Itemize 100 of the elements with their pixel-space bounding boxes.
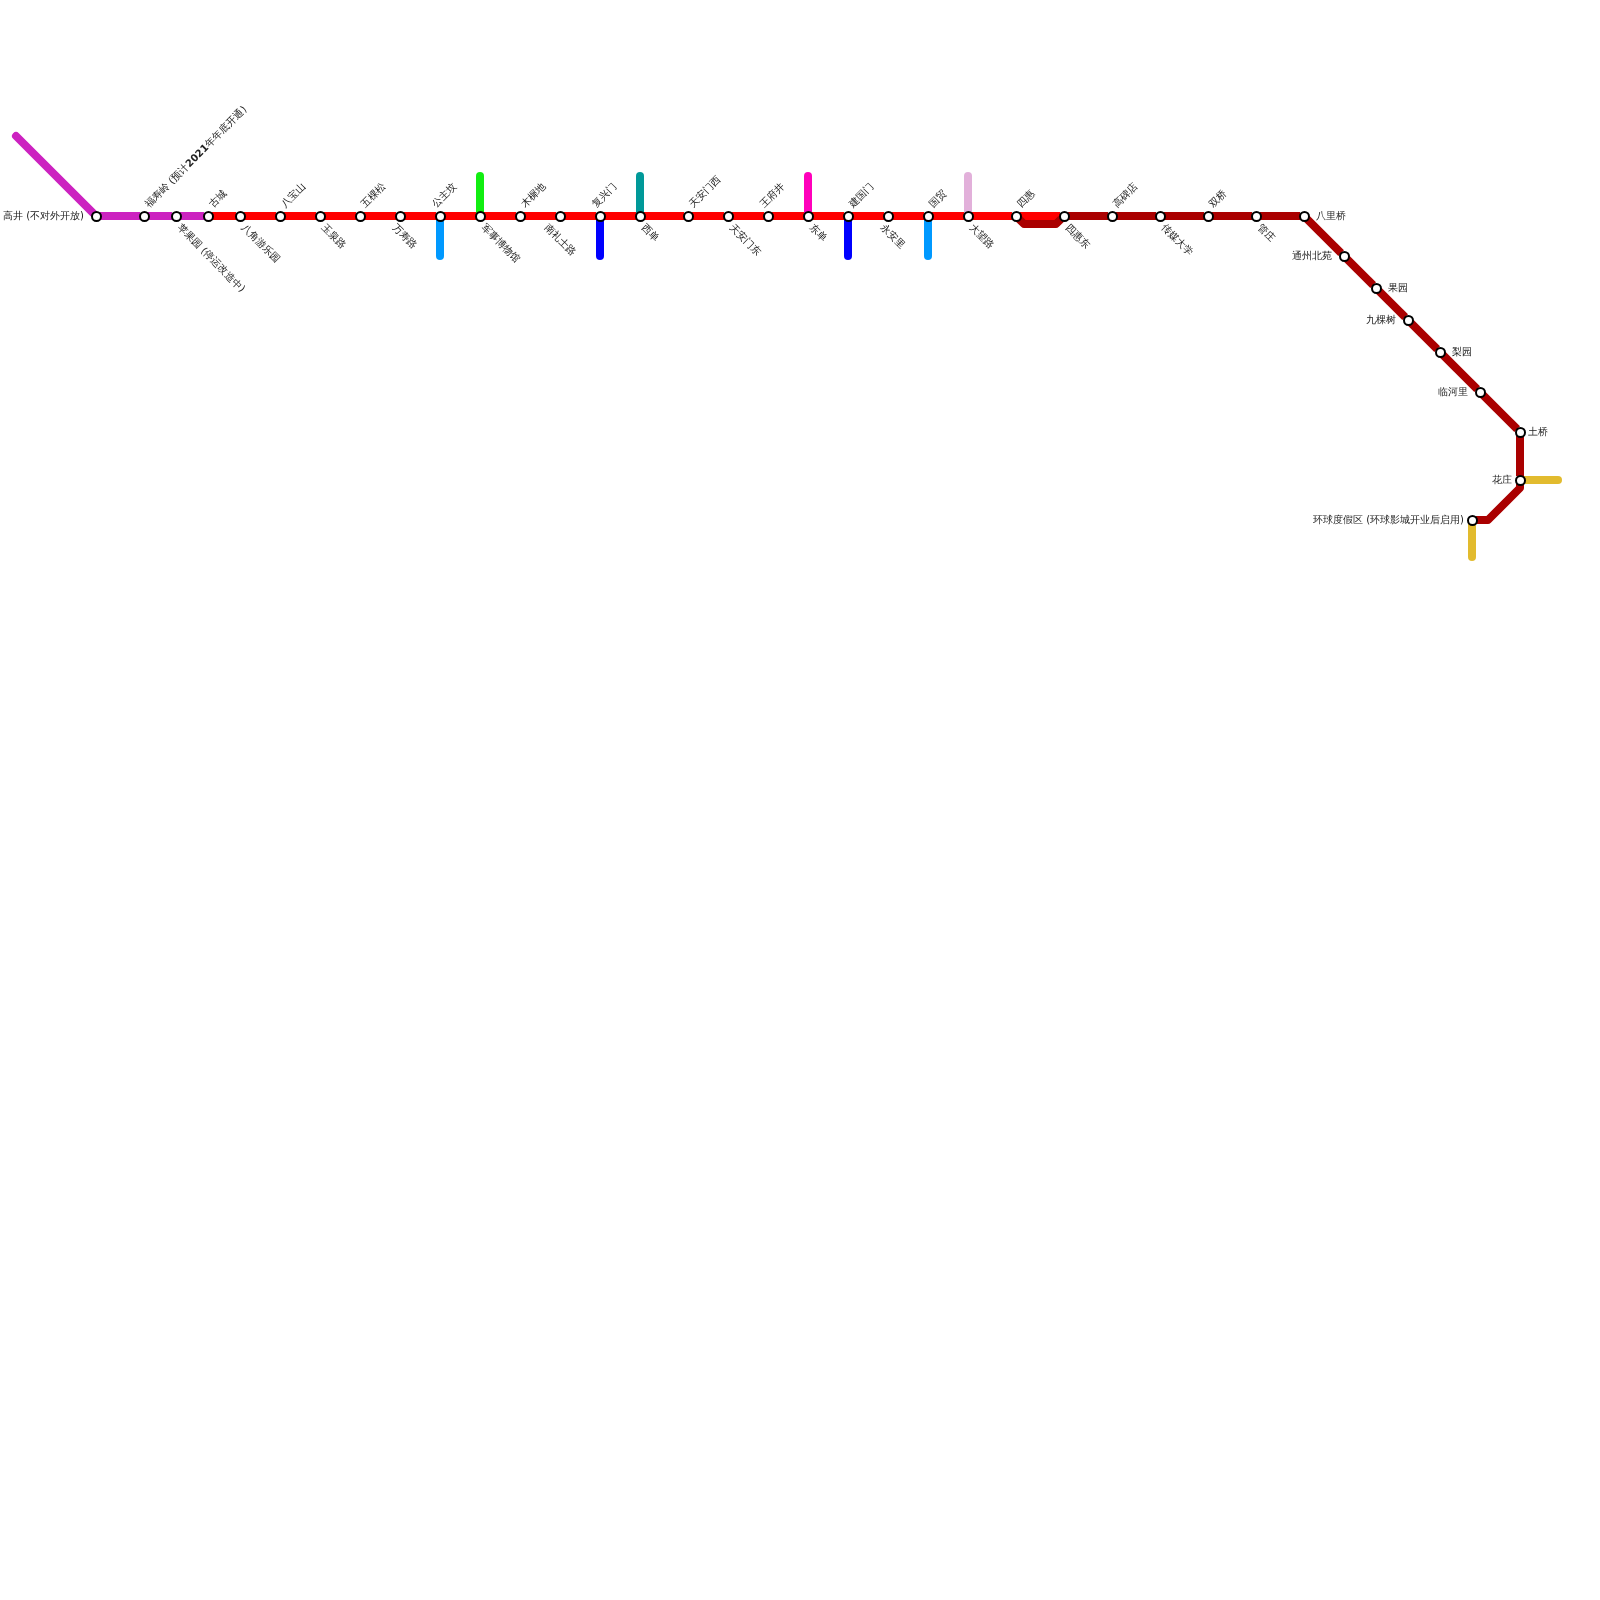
station-label: 五棵松 xyxy=(359,181,388,210)
station-label: 南礼士路 xyxy=(542,222,578,258)
station-marker xyxy=(722,210,734,222)
line-segment xyxy=(1068,212,1108,220)
station-label: 花庄 xyxy=(1492,475,1512,485)
line-segment xyxy=(812,212,844,220)
station-marker xyxy=(594,210,606,222)
line-segment xyxy=(444,212,476,220)
line-segment xyxy=(644,212,684,220)
station-label: 天安门东 xyxy=(727,222,763,258)
line-segment xyxy=(364,212,396,220)
station-label: 西单 xyxy=(639,222,661,244)
line-segment xyxy=(1164,212,1204,220)
station-label: 建国门 xyxy=(847,181,876,210)
line-segment xyxy=(404,212,436,220)
line-segment xyxy=(564,212,596,220)
station-label: 王府井 xyxy=(758,181,787,210)
station-marker xyxy=(170,210,182,222)
station-marker xyxy=(1154,210,1166,222)
station-marker xyxy=(1010,210,1022,222)
station-label: 管庄 xyxy=(1255,222,1277,244)
station-marker xyxy=(762,210,774,222)
line-segment xyxy=(1304,216,1344,256)
line-segment xyxy=(324,212,356,220)
line-segment xyxy=(100,212,140,220)
station-label: 高碑店 xyxy=(1111,181,1140,210)
station-marker xyxy=(1514,474,1526,486)
station-marker xyxy=(1250,210,1262,222)
station-marker xyxy=(1202,210,1214,222)
station-marker xyxy=(1434,346,1446,358)
line-segment xyxy=(1440,352,1480,392)
station-marker xyxy=(354,210,366,222)
line-segment xyxy=(244,212,276,220)
station-label: 大望路 xyxy=(967,222,996,251)
line-segment xyxy=(932,212,964,220)
station-marker xyxy=(842,210,854,222)
station-label: 天安门西 xyxy=(687,174,723,210)
station-label: 四惠 xyxy=(1015,188,1037,210)
line-segment xyxy=(1260,212,1300,220)
line-segment xyxy=(1212,212,1252,220)
station-marker xyxy=(394,210,406,222)
station-label: 果园 xyxy=(1388,283,1408,293)
station-marker xyxy=(1474,386,1486,398)
station-label: 八里桥 xyxy=(1316,211,1346,221)
station-label: 军事博物馆 xyxy=(479,222,522,265)
station-marker xyxy=(234,210,246,222)
station-label: 复兴门 xyxy=(590,181,619,210)
station-label: 高井 (不对外开放) xyxy=(3,211,84,221)
line-segment xyxy=(212,212,236,220)
line-segment xyxy=(484,212,516,220)
station-label: 国贸 xyxy=(927,188,949,210)
line-segment xyxy=(1376,288,1408,320)
line-segment xyxy=(1016,216,1064,228)
station-marker xyxy=(202,210,214,222)
station-label: 东单 xyxy=(807,222,829,244)
station-marker xyxy=(1370,282,1382,294)
station-marker xyxy=(1106,210,1118,222)
line-segment xyxy=(892,212,924,220)
station-label: 土桥 xyxy=(1528,427,1548,437)
station-marker xyxy=(1298,210,1310,222)
station-label: 双桥 xyxy=(1207,188,1229,210)
station-marker xyxy=(1466,514,1478,526)
line-segment xyxy=(524,212,556,220)
line-segment xyxy=(772,212,804,220)
station-marker xyxy=(1338,250,1350,262)
station-label: 临河里 xyxy=(1438,387,1468,397)
station-marker xyxy=(474,210,486,222)
station-marker xyxy=(682,210,694,222)
station-label: 通州北苑 xyxy=(1292,251,1332,261)
station-marker xyxy=(90,210,102,222)
station-marker xyxy=(514,210,526,222)
station-label: 古城 xyxy=(207,188,229,210)
line-segment xyxy=(1408,320,1440,352)
line-segment xyxy=(1116,212,1156,220)
station-label: 木樨地 xyxy=(519,181,548,210)
line-segment xyxy=(1480,392,1520,432)
station-label: 玉泉路 xyxy=(319,222,348,251)
station-marker xyxy=(1514,426,1526,438)
station-label: 永安里 xyxy=(878,222,907,251)
line-segment xyxy=(604,212,636,220)
station-label: 公主坟 xyxy=(430,181,459,210)
station-marker xyxy=(922,210,934,222)
station-marker xyxy=(314,210,326,222)
station-label: 九棵树 xyxy=(1366,315,1396,325)
station-marker xyxy=(138,210,150,222)
line-segment xyxy=(732,212,764,220)
line-segment xyxy=(1344,256,1376,288)
line-stub xyxy=(12,132,98,218)
station-marker xyxy=(434,210,446,222)
station-label: 八宝山 xyxy=(279,181,308,210)
line-segment xyxy=(1516,436,1524,476)
station-label: 四惠东 xyxy=(1063,222,1092,251)
station-label: 八角游乐园 xyxy=(239,222,282,265)
station-marker xyxy=(1058,210,1070,222)
line-segment xyxy=(852,212,884,220)
station-label: 万寿路 xyxy=(390,222,419,251)
station-label: 梨园 xyxy=(1452,347,1472,357)
station-marker xyxy=(882,210,894,222)
line-segment xyxy=(692,212,724,220)
line-segment xyxy=(148,212,172,220)
